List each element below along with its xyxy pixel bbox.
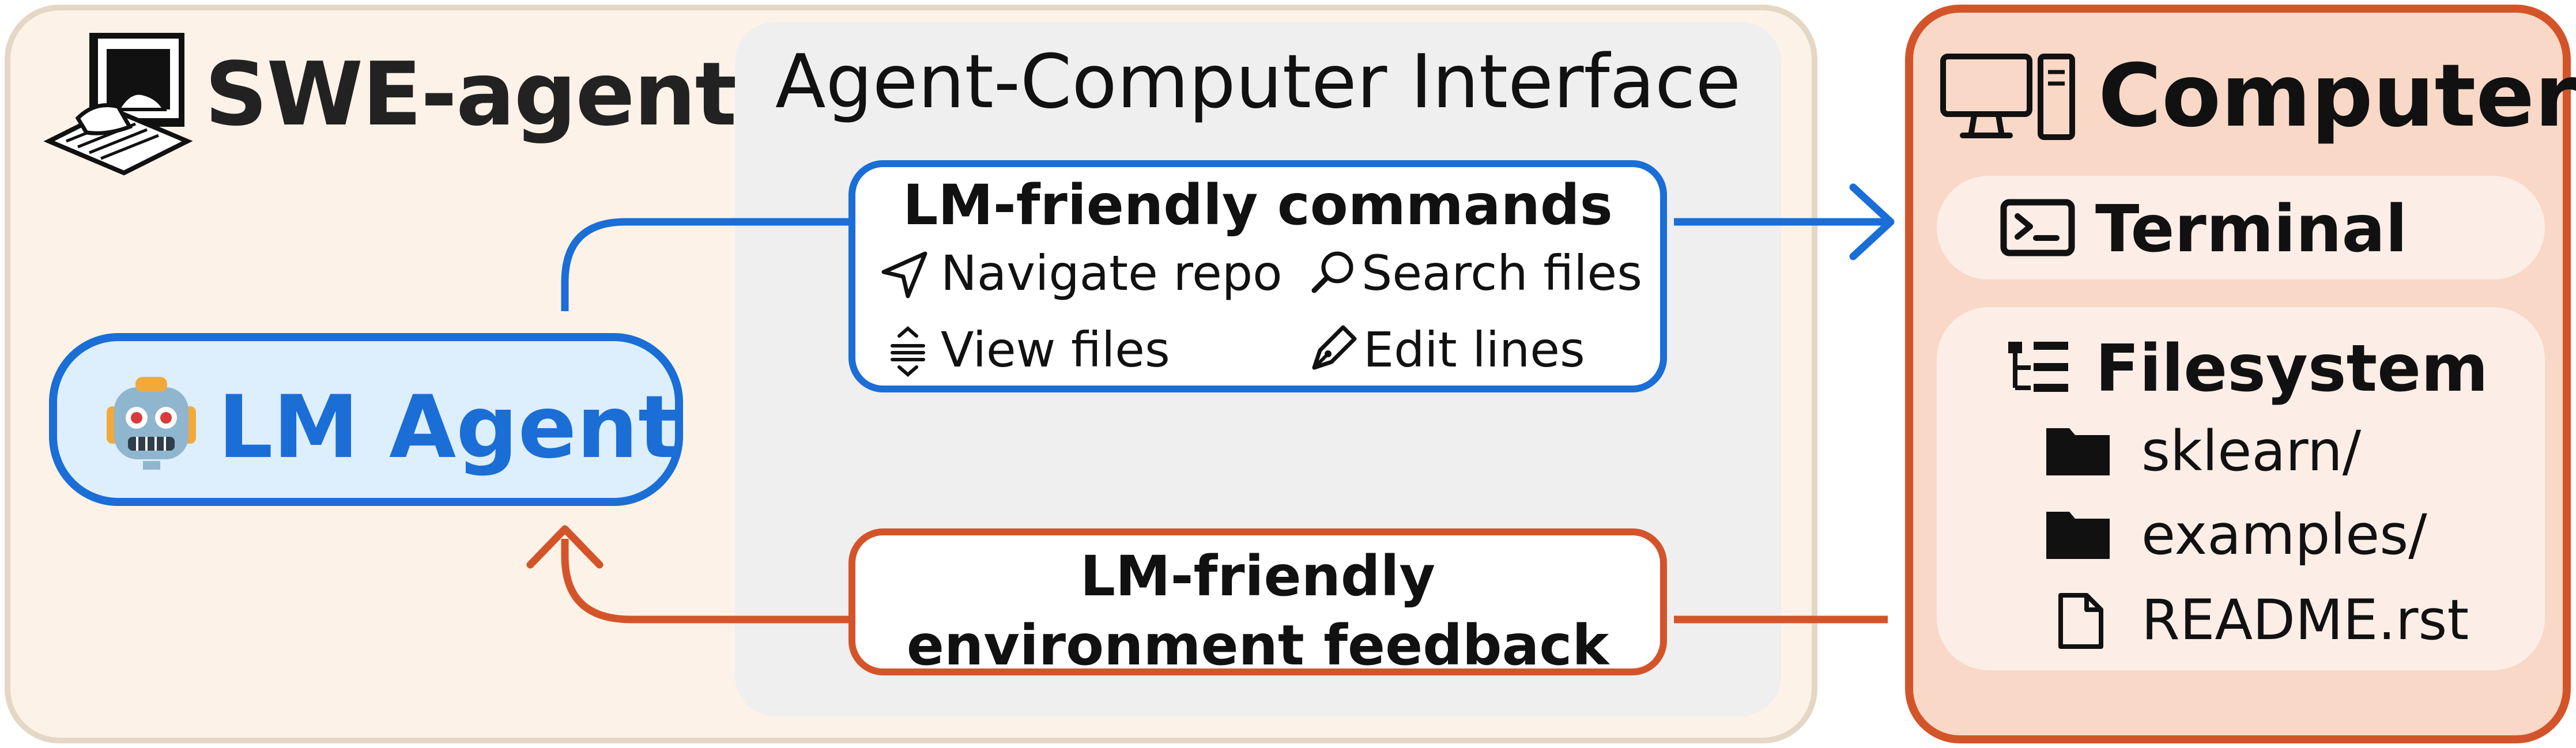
filesystem-label: Filesystem bbox=[2095, 331, 2488, 406]
filesystem-item-examples: examples/ bbox=[2141, 503, 2427, 567]
desktop-computer-icon bbox=[1940, 54, 2075, 140]
feedback-arrowhead bbox=[526, 525, 604, 569]
feedback-box bbox=[848, 528, 1667, 675]
command-search-files: Search files bbox=[1361, 245, 1642, 301]
magnifier-icon bbox=[1311, 251, 1353, 293]
feedback-text: LM-friendly environment feedback bbox=[848, 542, 1667, 680]
folder-icon bbox=[2046, 512, 2110, 559]
command-navigate-repo: Navigate repo bbox=[941, 245, 1283, 301]
expand-lines-icon bbox=[891, 326, 925, 377]
command-view-files: View files bbox=[941, 322, 1170, 378]
terminal-prompt-icon bbox=[2000, 199, 2075, 256]
command-arrowhead bbox=[1849, 183, 1895, 260]
computer-title: Computer bbox=[2098, 46, 2576, 146]
terminal-label: Terminal bbox=[2095, 192, 2408, 267]
command-arrow bbox=[561, 218, 848, 311]
folder-icon bbox=[2046, 428, 2110, 475]
terminal-box bbox=[1937, 176, 2545, 279]
file-tree-icon bbox=[2008, 342, 2068, 392]
commands-box bbox=[848, 160, 1667, 392]
navigation-arrow-icon bbox=[881, 251, 927, 299]
feedback-line-2: environment feedback bbox=[906, 613, 1609, 678]
feedback-line-1: LM-friendly bbox=[1080, 544, 1436, 609]
lm-agent-label: LM Agent bbox=[218, 377, 680, 478]
command-edit-lines: Edit lines bbox=[1363, 322, 1585, 378]
file-icon bbox=[2058, 593, 2103, 649]
aci-title: Agent-Computer Interface bbox=[775, 39, 1741, 125]
pen-nib-icon bbox=[1312, 325, 1357, 370]
hacker-at-computer-icon bbox=[43, 33, 193, 176]
lm-agent-box bbox=[49, 333, 683, 506]
feedback-arrow bbox=[561, 539, 848, 624]
commands-title: LM-friendly commands bbox=[903, 173, 1613, 237]
filesystem-item-readme: README.rst bbox=[2141, 588, 2469, 652]
swe-agent-title: SWE-agent bbox=[205, 43, 737, 145]
robot-face-icon bbox=[107, 377, 196, 470]
filesystem-item-sklearn: sklearn/ bbox=[2141, 419, 2362, 483]
